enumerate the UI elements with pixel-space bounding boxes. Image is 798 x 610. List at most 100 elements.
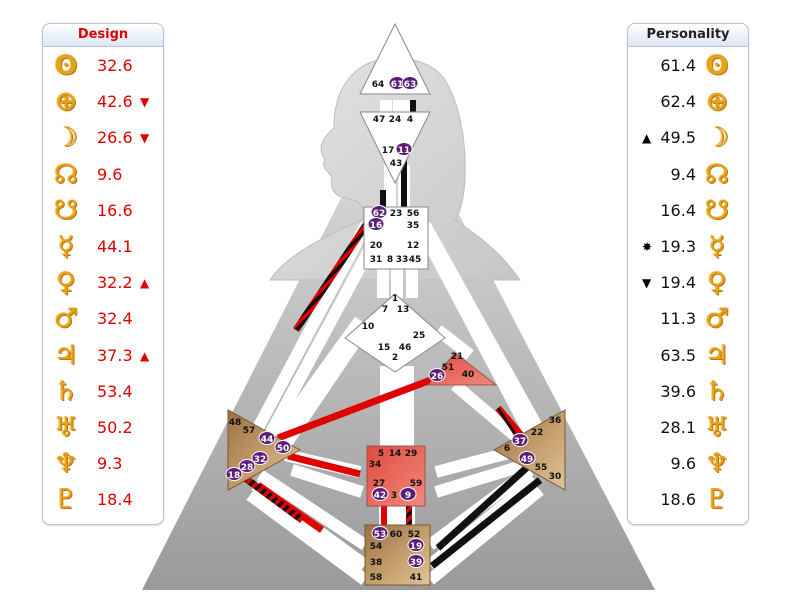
planet-row: ☋16.4 [628, 195, 748, 231]
gate-label: 24 [389, 115, 402, 125]
gate-58: 58 [370, 573, 383, 583]
gate-label: 23 [390, 209, 403, 219]
gate-label: 42 [374, 491, 387, 501]
planet-row: ♅50.2 [43, 412, 163, 448]
gate-label: 2 [392, 353, 398, 363]
gate-6: 6 [504, 444, 510, 454]
gate-label: 59 [410, 479, 423, 489]
gate-45: 45 [409, 255, 422, 265]
mars-icon: ♂ [704, 303, 730, 335]
planet-value: 32.4 [97, 309, 133, 329]
gate-32: 32 [251, 451, 269, 465]
gate-40: 40 [462, 370, 475, 380]
jupiter-icon: ♃ [53, 339, 79, 371]
gate-label: 44 [261, 435, 274, 445]
planet-mark: ▲ [642, 131, 652, 146]
gate-label: 6 [504, 444, 510, 454]
planet-mark: ▼ [140, 131, 150, 146]
planet-row: ♀19.4▼ [628, 267, 748, 303]
planet-mark: ✸ [642, 240, 653, 254]
moon-icon: ☽ [53, 122, 79, 154]
neptune-icon: ♆ [53, 448, 79, 480]
planet-row: ♃37.3▲ [43, 340, 163, 376]
north-node-icon: ☊ [705, 158, 729, 190]
planet-row: ☽26.6▼ [43, 122, 163, 158]
gate-label: 5 [378, 449, 384, 459]
planet-value: 16.4 [660, 200, 696, 220]
planet-row: ♂11.3 [628, 303, 748, 339]
planet-row: ♇18.6 [628, 484, 748, 520]
gate-label: 56 [407, 209, 420, 219]
pluto-icon: ♇ [704, 484, 730, 516]
planet-value: 28.1 [660, 418, 696, 437]
gate-label: 35 [407, 221, 420, 231]
venus-icon: ♀ [56, 267, 76, 299]
venus-icon: ♀ [707, 267, 727, 299]
planet-row: ♀32.2▲ [43, 267, 163, 303]
gate-label: 4 [407, 115, 413, 125]
planet-value: 53.4 [97, 381, 133, 401]
gate-label: 13 [397, 305, 410, 315]
planet-value: 32.2 [97, 273, 133, 293]
planet-value: 61.4 [660, 56, 696, 75]
gate-label: 49 [521, 455, 534, 465]
jupiter-icon: ♃ [704, 339, 730, 371]
gate-label: 34 [369, 460, 382, 470]
gate-label: 18 [228, 471, 241, 481]
gate-38: 38 [370, 558, 383, 568]
gate-52: 52 [408, 530, 421, 540]
gate-57: 57 [243, 426, 256, 436]
gate-13: 13 [397, 305, 410, 315]
gate-label: 47 [373, 115, 386, 125]
gate-39: 39 [407, 554, 425, 568]
planet-value: 42.6 [97, 92, 133, 112]
gate-41: 41 [410, 573, 423, 583]
gate-label: 12 [407, 241, 420, 251]
planet-value: 63.5 [660, 345, 696, 365]
uranus-icon: ♅ [704, 412, 730, 443]
gate-label: 10 [362, 322, 375, 332]
planet-row: ♇18.4 [43, 484, 163, 520]
gate-8: 8 [387, 255, 393, 265]
planet-value: 37.3 [97, 345, 133, 365]
gate-29: 29 [405, 449, 418, 459]
gate-label: 53 [374, 530, 387, 540]
planet-row: ♂32.4 [43, 303, 163, 339]
personality-panel-title: Personality [628, 24, 748, 47]
gate-59: 59 [410, 479, 423, 489]
gate-label: 62 [373, 209, 386, 219]
gate-label: 40 [462, 370, 475, 380]
gate-label: 14 [389, 449, 402, 459]
solar-plexus-center [492, 409, 566, 491]
mercury-icon: ☿ [708, 231, 726, 262]
gate-label: 15 [378, 343, 391, 353]
planet-row: ♃ 63.5 [628, 340, 748, 376]
gate-21: 21 [451, 352, 464, 362]
gate-48: 48 [229, 418, 242, 428]
gate-label: 60 [390, 530, 403, 540]
planet-value: 32.6 [97, 56, 133, 75]
planet-value: 9.3 [97, 454, 123, 474]
planet-row: ☊9.4 [628, 159, 748, 195]
gate-25: 25 [413, 331, 426, 341]
gate-1: 1 [392, 294, 398, 304]
gate-63: 63 [401, 76, 419, 90]
gate-label: 43 [390, 159, 403, 169]
gate-label: 32 [254, 455, 267, 465]
gate-9: 9 [399, 487, 417, 501]
gate-label: 3 [391, 491, 397, 501]
gate-label: 41 [410, 573, 423, 583]
planet-value: 9.6 [97, 164, 123, 184]
gate-27: 27 [373, 479, 386, 489]
saturn-icon: ♄ [704, 375, 730, 407]
gate-label: 52 [408, 530, 421, 540]
gate-19: 19 [407, 538, 425, 552]
earth-icon: ⊕ [705, 86, 729, 118]
planet-row: ♄53.4 [43, 376, 163, 412]
gate-label: 28 [241, 463, 254, 473]
gate-50: 50 [274, 440, 292, 454]
gate-2: 2 [392, 353, 398, 363]
